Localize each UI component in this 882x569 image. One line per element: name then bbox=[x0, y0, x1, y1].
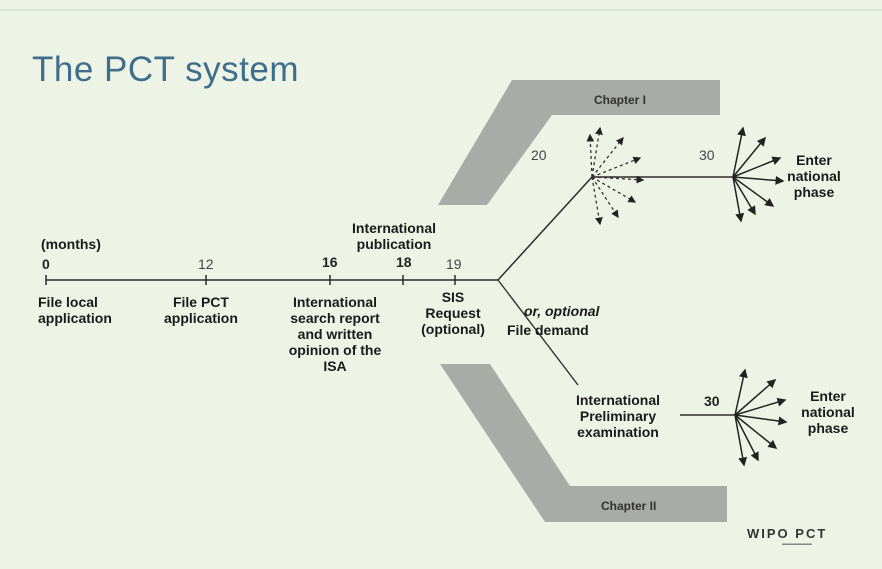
fan-month-30-chapter-2 bbox=[734, 368, 788, 467]
month-0: 0 bbox=[42, 256, 50, 272]
international-preliminary-examination-label: International Preliminary examination bbox=[575, 392, 660, 440]
month-30-chapter-2: 30 bbox=[704, 393, 720, 409]
chapter-1-label: Chapter I bbox=[594, 93, 647, 107]
file-demand-label: File demand bbox=[507, 322, 589, 338]
months-unit-label: (months) bbox=[41, 236, 101, 252]
label-sis-request: SIS Request (optional) bbox=[421, 289, 485, 337]
month-16: 16 bbox=[322, 254, 338, 270]
slide-title: The PCT system bbox=[32, 50, 299, 89]
fan-month-20 bbox=[586, 126, 645, 226]
branch-chapter-2 bbox=[497, 279, 579, 386]
month-30-chapter-1: 30 bbox=[699, 147, 715, 163]
month-20: 20 bbox=[531, 147, 547, 163]
chapter-1-band bbox=[438, 80, 720, 205]
or-optional-label: or, optional bbox=[524, 303, 600, 319]
fan-month-30-chapter-1 bbox=[732, 126, 785, 223]
month-19: 19 bbox=[446, 256, 462, 272]
enter-national-phase-chapter-2: Enter national phase bbox=[801, 388, 855, 436]
enter-national-phase-chapter-1: Enter national phase bbox=[787, 152, 841, 200]
wipo-pct-logo: WIPO PCT bbox=[747, 526, 828, 541]
month-12: 12 bbox=[198, 256, 214, 272]
label-file-pct-application: File PCT application bbox=[164, 294, 238, 326]
branch-chapter-1 bbox=[497, 176, 593, 281]
label-international-search-report: International search report and written … bbox=[288, 294, 382, 374]
label-file-local-application: File local application bbox=[38, 294, 112, 326]
logo-tagline-graphic: ▬▬▬▬▬▬ bbox=[782, 541, 812, 547]
label-international-publication: International publication bbox=[352, 220, 437, 252]
chapter-2-label: Chapter II bbox=[601, 499, 657, 513]
chapter-2-band bbox=[440, 364, 727, 522]
month-18: 18 bbox=[396, 254, 412, 270]
